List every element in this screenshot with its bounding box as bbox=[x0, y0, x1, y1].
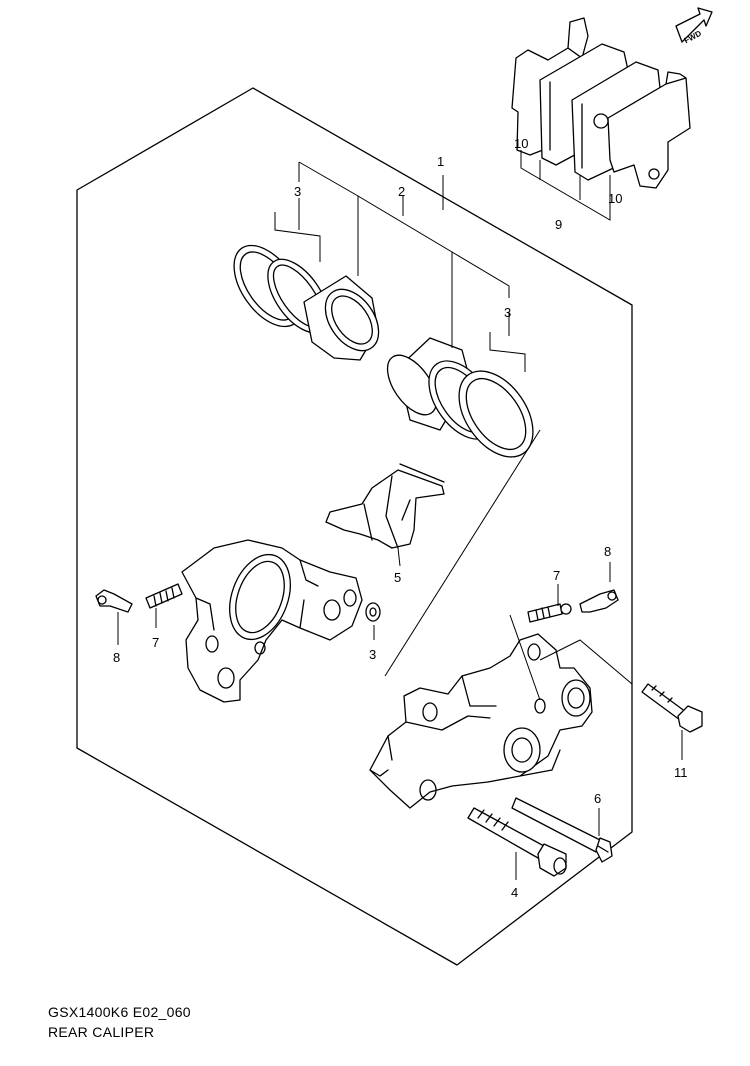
callout-7-right: 7 bbox=[553, 568, 560, 583]
callout-10-right: 10 bbox=[608, 191, 622, 206]
callout-11: 11 bbox=[674, 765, 688, 780]
right-piston-seal-group bbox=[386, 337, 534, 458]
leader-lines bbox=[117, 161, 683, 880]
callout-2: 2 bbox=[398, 184, 405, 199]
mounting-bolt bbox=[641, 683, 703, 733]
model-code-caption: GSX1400K6 E02_060 bbox=[48, 1004, 191, 1020]
caliper-housing-left bbox=[181, 539, 363, 703]
bleeder-valve-right bbox=[527, 589, 619, 623]
bleeder-valve-left bbox=[95, 583, 183, 613]
assembly-outline bbox=[76, 87, 633, 966]
small-o-ring bbox=[365, 602, 381, 622]
callout-8-right: 8 bbox=[604, 544, 611, 559]
callout-9: 9 bbox=[555, 217, 562, 232]
caliper-housing-right bbox=[369, 633, 593, 809]
callout-10-left: 10 bbox=[514, 136, 528, 151]
left-piston-seal-group bbox=[233, 244, 380, 361]
callout-1: 1 bbox=[437, 154, 444, 169]
pad-spring bbox=[325, 463, 445, 549]
forward-direction-icon: FWD bbox=[675, 7, 713, 45]
diagram-title: REAR CALIPER bbox=[48, 1024, 155, 1040]
caliper-pin-bolts bbox=[467, 797, 613, 877]
callout-7-left: 7 bbox=[152, 635, 159, 650]
callout-8-left: 8 bbox=[113, 650, 120, 665]
callout-5: 5 bbox=[394, 570, 401, 585]
callout-6: 6 bbox=[594, 791, 601, 806]
callout-3-lower: 3 bbox=[369, 647, 376, 662]
callout-3-top-left: 3 bbox=[294, 184, 301, 199]
callout-4: 4 bbox=[511, 885, 518, 900]
brake-pad-set bbox=[511, 17, 691, 221]
callout-3-right: 3 bbox=[504, 305, 511, 320]
